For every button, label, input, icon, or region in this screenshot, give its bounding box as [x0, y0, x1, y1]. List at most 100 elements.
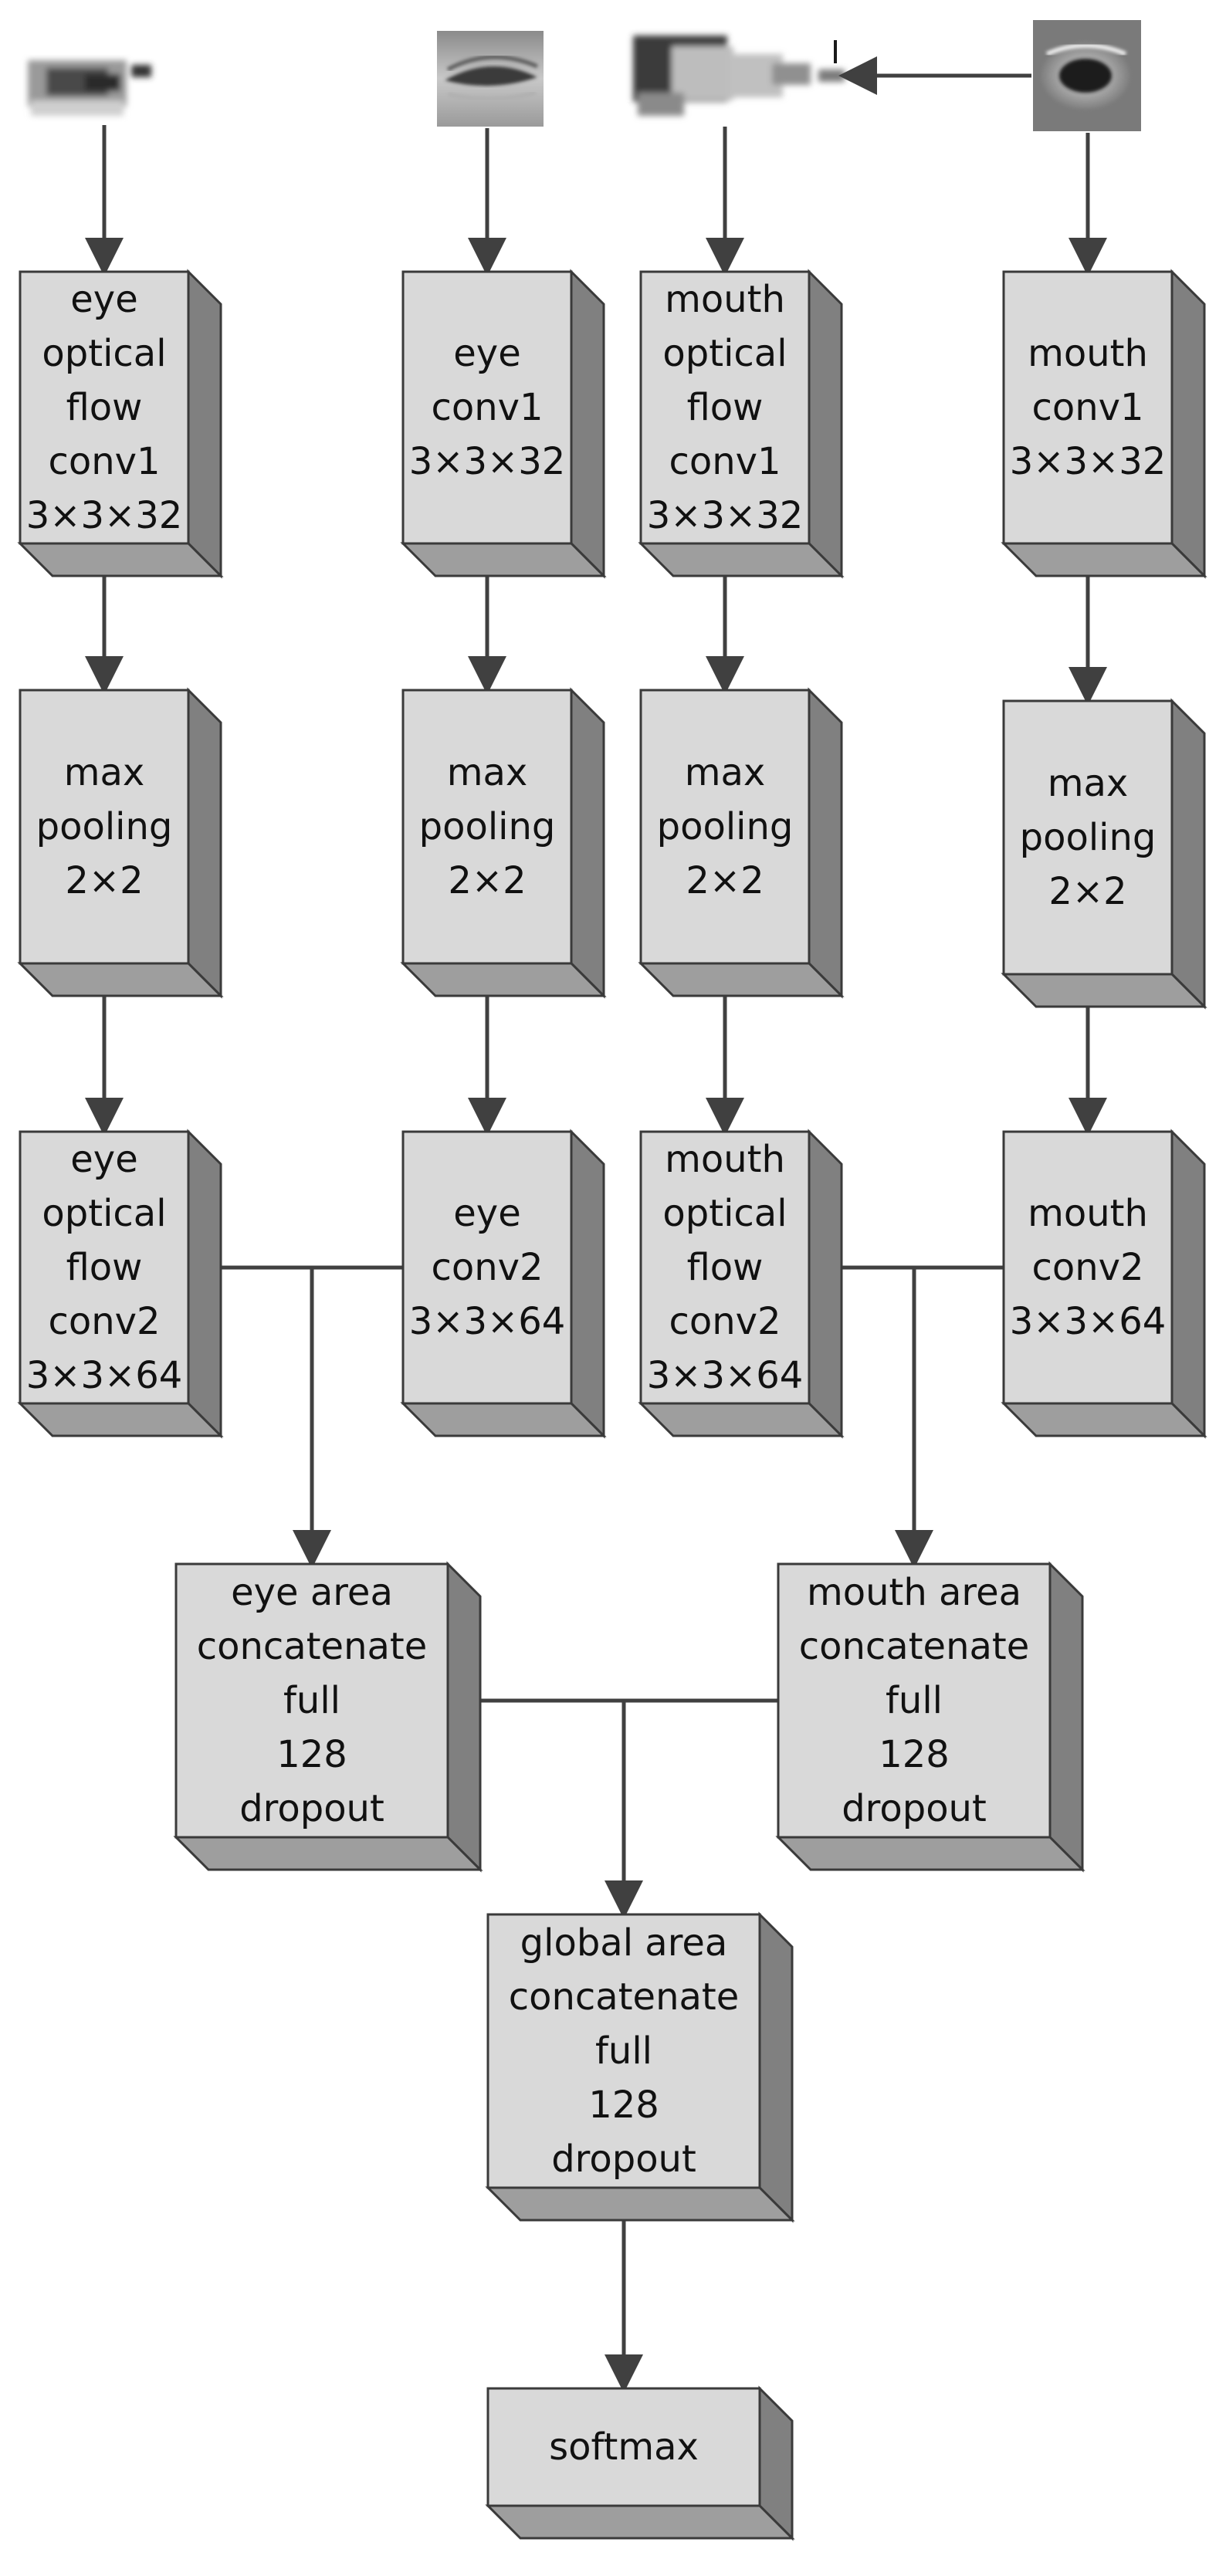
mouth-of-conv1-side: [808, 269, 843, 579]
mouth-of-conv1-label-1: optical: [662, 332, 787, 375]
eye-of-conv2-label-0: eye: [70, 1138, 137, 1181]
mouth-of-conv2-side: [808, 1129, 843, 1439]
mouth-thumbnail: [1033, 20, 1141, 131]
eye-conv2-side: [570, 1129, 605, 1439]
mouth-conv1-label-0: mouth: [1028, 332, 1148, 375]
global-concat-block: global area concatenate full 128 dropout: [485, 1911, 795, 2223]
eye-of-conv2-label-2: flow: [66, 1246, 143, 1289]
global-concat-label-4: dropout: [551, 2138, 696, 2181]
eye-conv1-label-0: eye: [453, 332, 520, 375]
eye-concat-label-0: eye area: [231, 1571, 393, 1614]
eye-conv2-label-0: eye: [453, 1192, 520, 1235]
eye-of-conv1-label-2: flow: [66, 386, 143, 429]
global-concat-label-1: concatenate: [509, 1975, 740, 2019]
softmax-block: softmax: [485, 2385, 795, 2541]
mouth-of-pool-face: [639, 689, 811, 965]
mouth-conv1-side: [1170, 269, 1206, 579]
mouth-concat-bottom: [775, 1836, 1085, 1871]
mouth-of-conv2-label-0: mouth: [665, 1138, 785, 1181]
eye-conv2-bottom: [400, 1402, 607, 1437]
eye-of-pool-label-0: max: [64, 751, 145, 794]
eye-of-conv2-side: [187, 1129, 222, 1439]
mouth-pool-label-2: 2×2: [1048, 870, 1126, 913]
global-concat-label-0: global area: [520, 1921, 728, 1965]
mouth-pool-block: max pooling 2×2: [1001, 698, 1207, 1010]
softmax-label-0: softmax: [549, 2425, 699, 2469]
mouth-concat-label-2: full: [886, 1679, 943, 1722]
eye-of-conv2-face: [19, 1130, 190, 1405]
mouth-conv2-label-1: conv2: [1031, 1246, 1143, 1289]
mouth-of-conv2-face: [639, 1130, 811, 1405]
global-concat-label-2: full: [595, 2029, 652, 2073]
eye-pool-label-2: 2×2: [448, 859, 526, 902]
eye-pool-label-1: pooling: [419, 805, 556, 848]
mouth-of-conv1-face: [639, 270, 811, 545]
mouth-of-conv1-block: mouth optical flow conv1 3×3×32: [638, 269, 845, 579]
mouth-of-conv1-label-4: 3×3×32: [647, 494, 804, 537]
mouth-concat-label-3: 128: [879, 1733, 950, 1776]
eye-of-conv1-bottom: [17, 542, 224, 577]
eye-of-pool-bottom: [17, 962, 224, 997]
eye-conv2-block: eye conv2 3×3×64: [400, 1129, 607, 1439]
mouth-pool-label-1: pooling: [1020, 816, 1157, 859]
mouth-conv1-label-2: 3×3×32: [1010, 440, 1167, 483]
eye-conv1-side: [570, 269, 605, 579]
mouth-pool-label-0: max: [1048, 762, 1129, 805]
mouth-concat-label-4: dropout: [842, 1787, 987, 1830]
eye-of-conv1-side: [187, 269, 222, 579]
eye-pool-block: max pooling 2×2: [400, 687, 607, 999]
mouth-of-pool-bottom: [638, 962, 845, 997]
eye-conv2-label-1: conv2: [431, 1246, 543, 1289]
mouth-of-pool-side: [808, 687, 843, 999]
eye-of-conv2-label-3: conv2: [48, 1300, 160, 1343]
mouth-of-conv2-label-3: conv2: [669, 1300, 781, 1343]
mouth-conv1-face: [1002, 270, 1174, 545]
mouth-conv1-label-1: conv1: [1031, 386, 1143, 429]
mouth-of-conv2-bottom: [638, 1402, 845, 1437]
mouth-of-pool-label-2: 2×2: [686, 859, 764, 902]
eye-conv1-bottom: [400, 542, 607, 577]
eye-concat-label-2: full: [283, 1679, 340, 1722]
eye-pool-label-0: max: [447, 751, 528, 794]
eye-of-pool-label-2: 2×2: [65, 859, 143, 902]
global-concat-label-3: 128: [588, 2083, 659, 2127]
eye-conv1-label-2: 3×3×32: [409, 440, 566, 483]
connectors: [85, 56, 1107, 2393]
mouth-of-conv1-label-3: conv1: [669, 440, 781, 483]
mouth-concat-label-1: concatenate: [799, 1625, 1030, 1668]
mouth-of-conv2-label-2: flow: [687, 1246, 764, 1289]
eye-pool-side: [570, 687, 605, 999]
eye-of-conv1-label-0: eye: [70, 278, 137, 321]
global-concat-side: [758, 1911, 794, 2223]
eye-conv1-face: [401, 270, 573, 545]
eye-pool-bottom: [400, 962, 607, 997]
mouth-conv2-label-0: mouth: [1028, 1192, 1148, 1235]
eye-pool-face: [401, 689, 573, 965]
eye-concat-label-3: 128: [276, 1733, 347, 1776]
mouth-of-conv1-label-0: mouth: [665, 278, 785, 321]
eye-concat-label-1: concatenate: [197, 1625, 428, 1668]
global-concat-face: [486, 1913, 761, 2189]
eye-conv2-face: [401, 1130, 573, 1405]
eye-optical-flow-thumbnail: [23, 52, 151, 125]
eye-of-conv2-label-1: optical: [42, 1192, 166, 1235]
eye-of-conv1-face: [19, 270, 190, 545]
mouth-conv1-block: mouth conv1 3×3×32: [1001, 269, 1207, 579]
mouth-of-conv1-label-2: flow: [687, 386, 764, 429]
eye-concat-face: [174, 1562, 449, 1839]
mouth-pool-bottom: [1001, 973, 1207, 1008]
mouth-concat-face: [777, 1562, 1052, 1839]
mouth-conv2-bottom: [1001, 1402, 1207, 1437]
mouth-of-conv1-bottom: [638, 542, 845, 577]
eye-concat-side: [446, 1561, 482, 1873]
eye-conv2-label-2: 3×3×64: [409, 1300, 566, 1343]
